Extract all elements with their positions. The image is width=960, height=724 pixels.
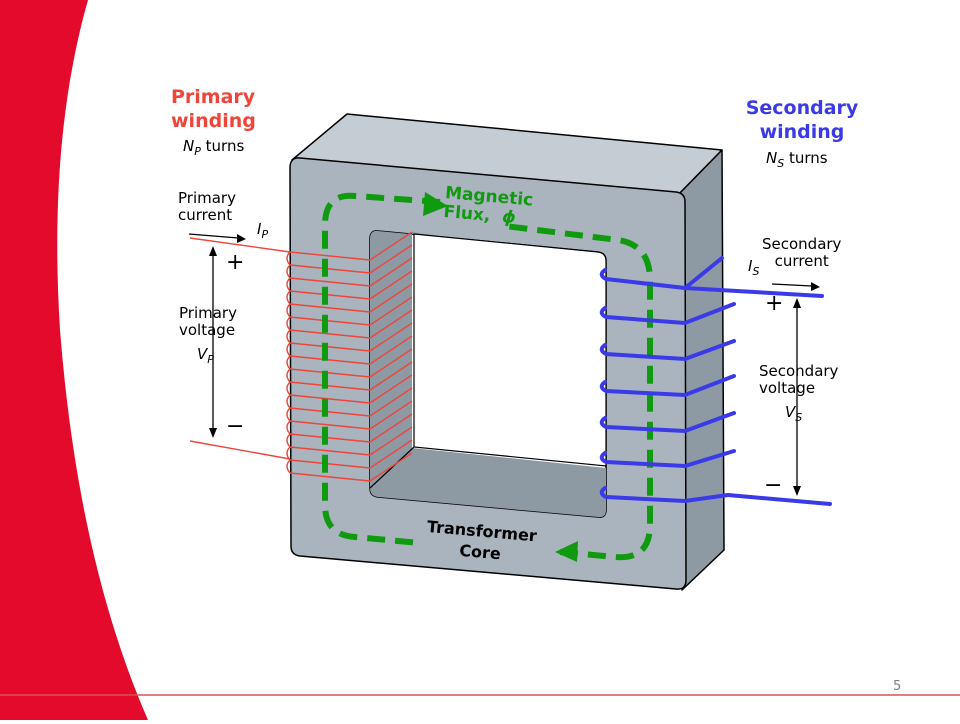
secondary-title-line1: Secondary [745,97,859,119]
primary-winding-title: Primary winding [171,86,256,134]
secondary-current-symbol: IS [748,257,760,279]
secondary-coil-7 [599,486,730,504]
primary-minus-sign: − [226,414,245,439]
primary-current-label: Primary current [178,189,236,225]
secondary-turns-label: NS turns [766,149,828,171]
annotation-arrows [188,233,820,496]
primary-voltage-label: Primary voltage [179,304,237,340]
core-window-edge [369,446,415,489]
secondary-coil-3 [599,339,736,362]
secondary-minus-sign: − [764,473,783,498]
red-swoosh-decoration [0,0,148,720]
secondary-coil-6 [599,449,736,469]
secondary-current-label: Secondary current [762,235,842,271]
primary-coil-diagonal [369,231,413,482]
primary-lead-bottom [189,440,291,460]
secondary-title-line2: winding [759,120,845,143]
primary-voltage-subscript: P [207,353,214,366]
secondary-lead-bottom [726,493,832,506]
primary-coil-front [289,251,371,482]
primary-winding [189,231,413,482]
primary-voltage-line2: voltage [179,321,236,340]
primary-voltage-line1: Primary [179,304,237,322]
primary-voltage-symbol-letter: V [197,345,208,363]
primary-lead-top [189,237,291,253]
magnetic-flux-label: Magnetic Flux, ϕ [442,183,534,229]
flux-arrowhead-top [423,192,448,216]
magnetic-flux-path [322,192,653,561]
primary-turns-text: turns [205,137,245,155]
secondary-turns-symbol: N [766,149,778,167]
primary-turns-symbol: N [183,137,195,155]
secondary-current-subscript: S [752,265,760,278]
primary-turns-subscript: P [194,145,201,158]
primary-turns-label: NP turns [183,137,245,159]
secondary-plus-sign: + [765,291,784,316]
primary-voltage-symbol: VP [197,345,214,367]
secondary-coil-2 [599,302,736,326]
secondary-current-arrow [771,283,813,287]
secondary-coil-4 [599,374,736,398]
primary-current-symbol-letter: I [257,220,262,238]
secondary-voltage-label: Secondary voltage [759,362,839,398]
secondary-current-line1: Secondary [762,235,842,253]
primary-coil-left-loops [286,251,291,474]
primary-current-line2: current [178,206,233,225]
secondary-lead-top [683,286,824,298]
secondary-turns-subscript: S [777,157,785,170]
core-window-opening [413,233,607,467]
flux-label-text: Flux, [442,201,492,226]
secondary-voltage-line2: voltage [759,379,816,398]
secondary-turns-text: turns [789,149,828,167]
secondary-voltage-line1: Secondary [759,362,839,380]
primary-current-line1: Primary [178,189,236,207]
primary-title-line2: winding [171,109,256,132]
secondary-winding [599,256,832,506]
core-window-inner-wall [370,230,606,518]
secondary-voltage-subscript: S [795,411,803,424]
flux-arrowhead-bottom [555,541,578,562]
secondary-voltage-symbol: VS [785,403,803,425]
primary-current-arrow [188,233,239,239]
primary-title-line1: Primary [171,86,256,108]
primary-current-subscript: P [261,228,269,241]
secondary-current-symbol-letter: I [748,257,753,275]
secondary-current-line2: current [774,252,829,271]
primary-plus-sign: + [226,250,245,275]
secondary-coil-5 [599,411,736,434]
secondary-voltage-symbol-letter: V [785,403,796,421]
secondary-coil-1 [599,256,724,291]
page-number: 5 [893,679,902,694]
flux-symbol: ϕ [501,206,517,228]
secondary-winding-title: Secondary winding [742,97,862,145]
primary-current-symbol: IP [257,220,269,242]
